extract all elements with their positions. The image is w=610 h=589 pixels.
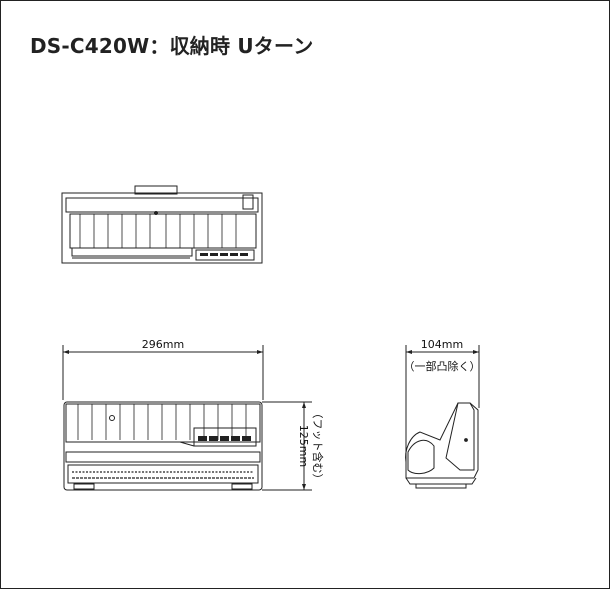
height-note: （フット含む）	[311, 408, 325, 485]
width-dimension	[62, 345, 264, 400]
front-view-scanner	[63, 401, 263, 491]
side-view-scanner	[405, 402, 479, 489]
height-note-group: （フット含む）	[311, 408, 325, 485]
height-dimension	[262, 401, 312, 491]
width-label: 296mm	[142, 338, 184, 351]
depth-label: 104mm	[421, 338, 463, 351]
top-view-scanner	[61, 185, 263, 264]
depth-dimension	[405, 345, 480, 478]
height-label: 125mm	[297, 425, 310, 467]
height-text-group: 125mm	[297, 425, 310, 467]
depth-note: （一部凸除く）	[404, 359, 481, 373]
page-title: DS-C420W：収納時 Uターン	[30, 34, 314, 58]
